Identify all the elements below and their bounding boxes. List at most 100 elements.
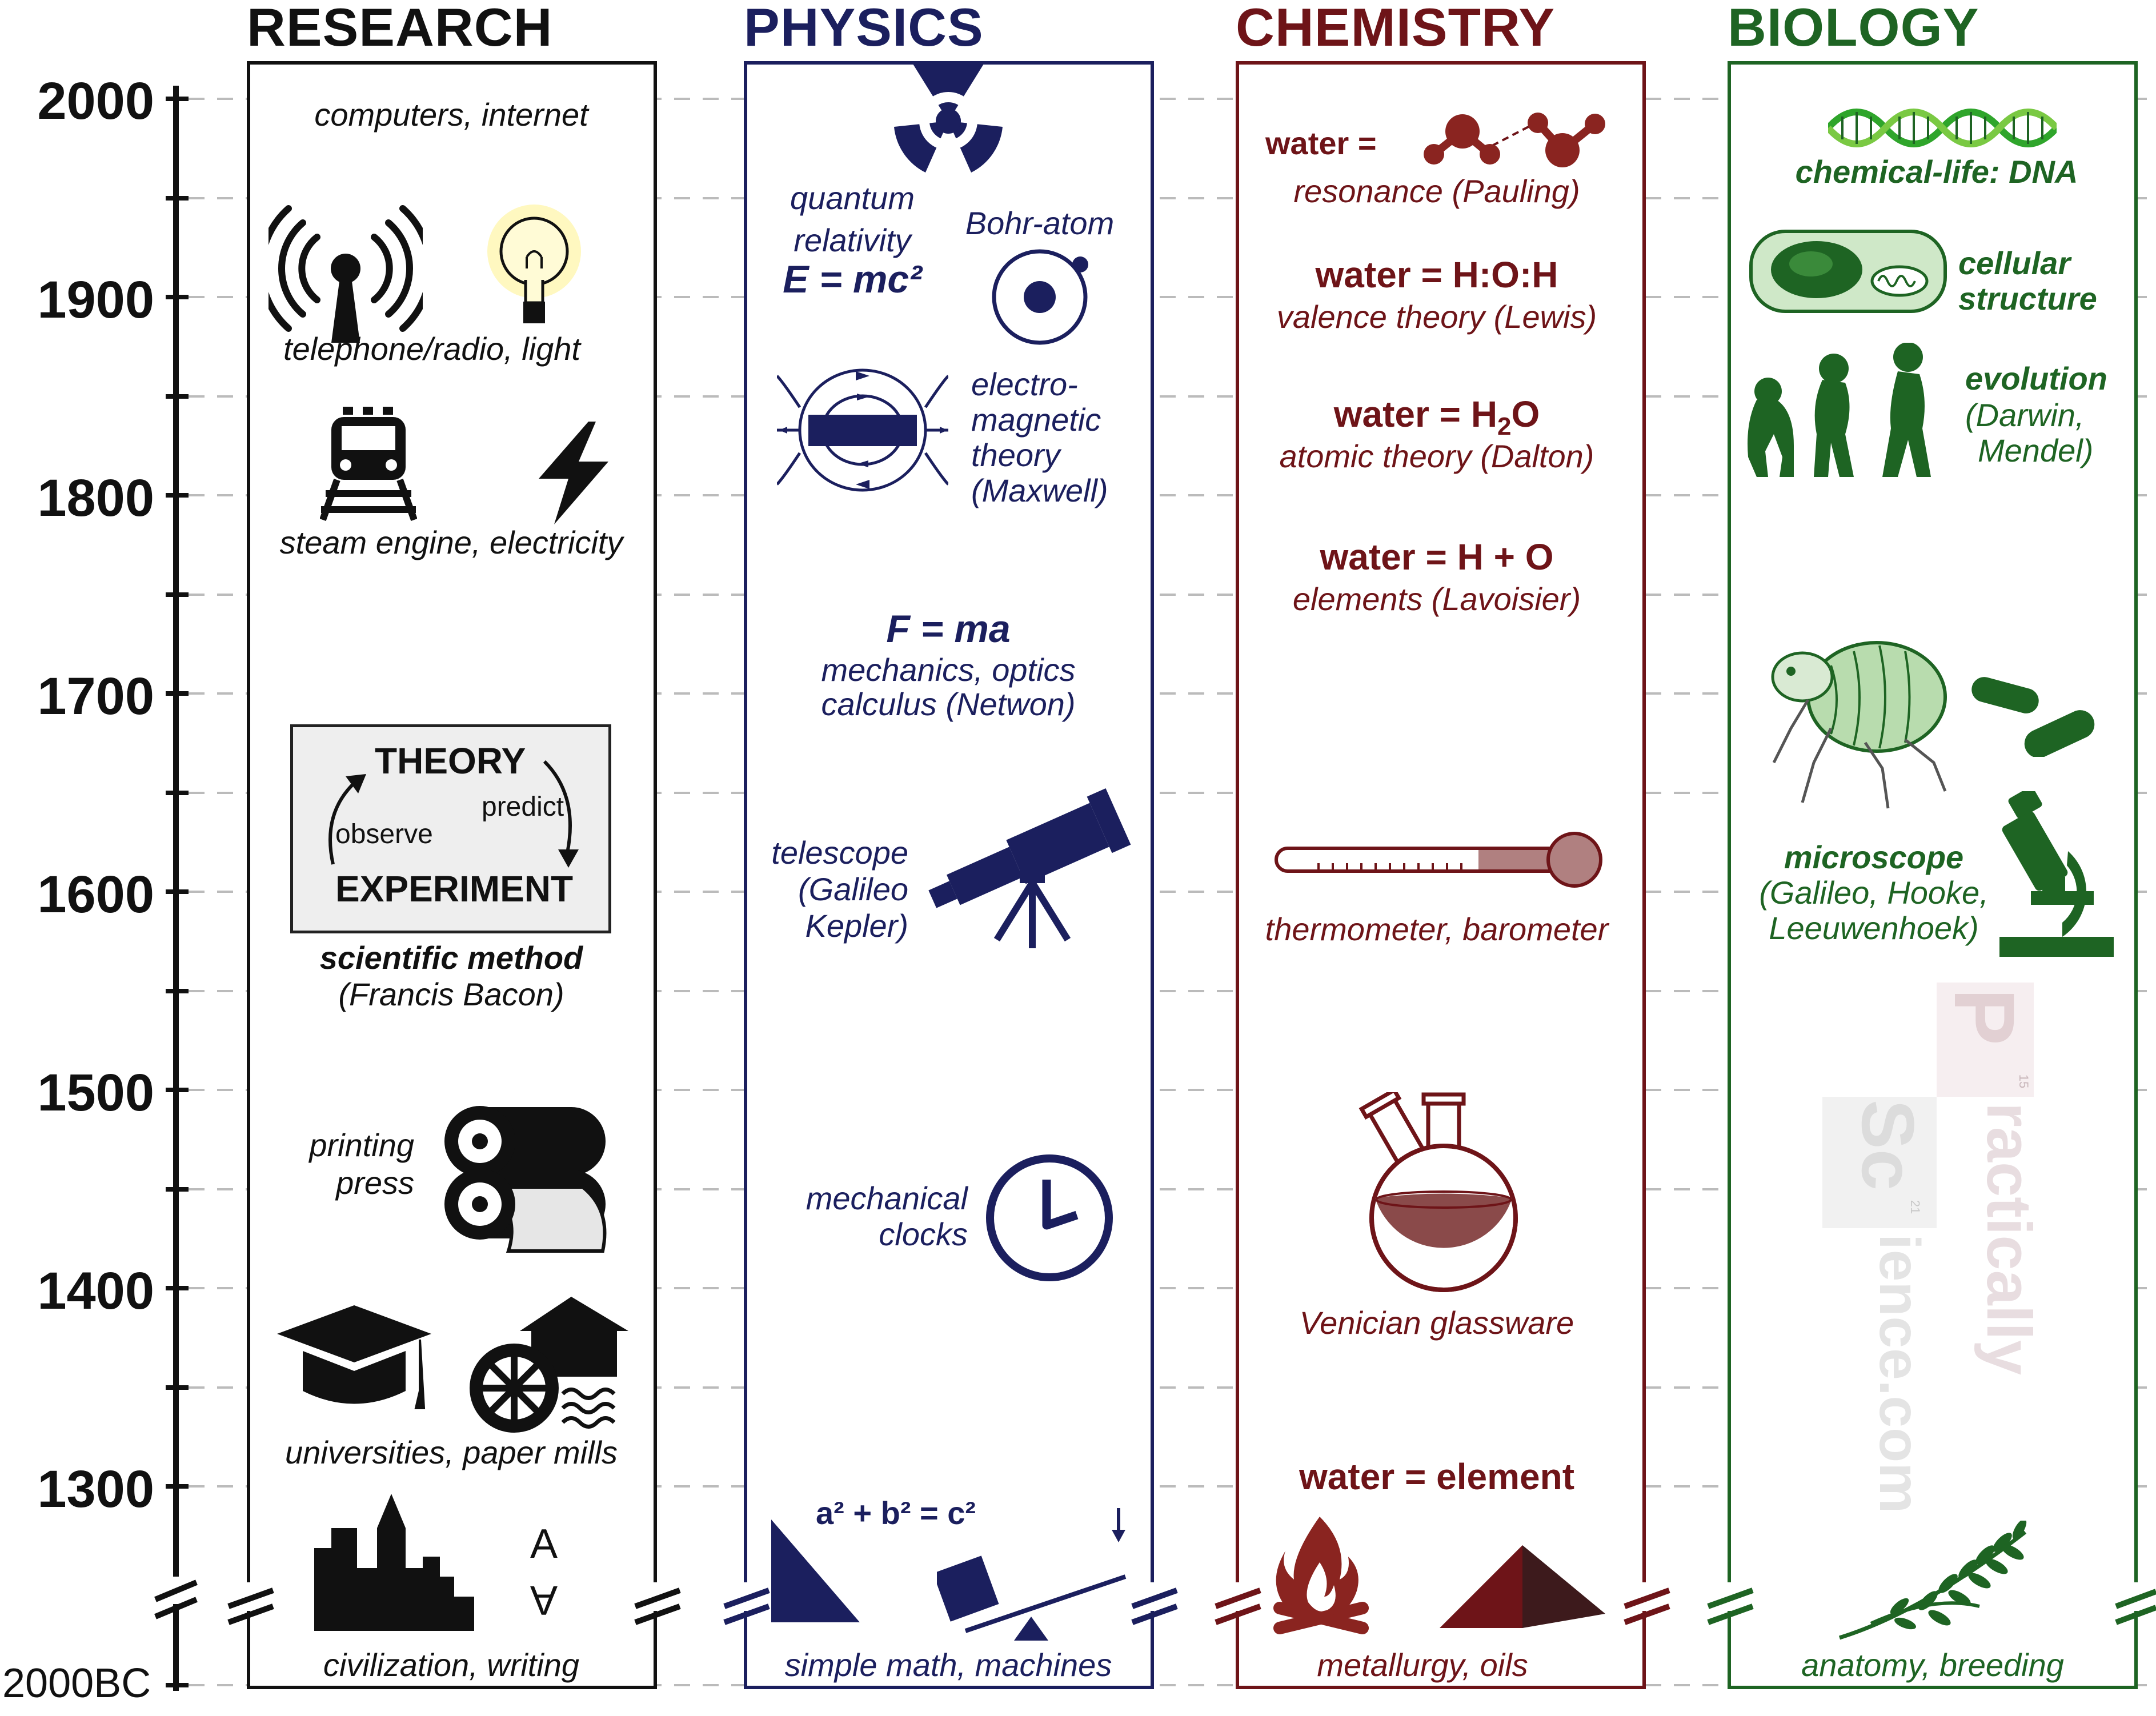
printing-label-1: printing (309, 1127, 414, 1163)
method-theory-label: THEORY (375, 740, 526, 781)
resonance-label: resonance (Pauling) (1293, 173, 1580, 209)
em-label-4: (Maxwell) (971, 472, 1108, 508)
watermark-ience: ience.com (1868, 1234, 1931, 1514)
clock-icon (986, 1154, 1113, 1281)
atomic-label: atomic theory (Dalton) (1279, 438, 1594, 474)
method-observe-label: observe (335, 819, 433, 849)
quantum-label: quantum (790, 180, 915, 216)
atom-icon (992, 249, 1088, 345)
bohr-atom-label: Bohr-atom (965, 205, 1115, 241)
telescope-label-3: Kepler) (805, 908, 908, 944)
physics-title: PHYSICS (744, 0, 984, 57)
elements-label: elements (Lavoisier) (1292, 581, 1581, 617)
writing-glyph-bottom: A (530, 1577, 558, 1623)
watermark-ractically: ractically (1974, 1102, 2044, 1376)
fma-equation: F = ma (886, 607, 1011, 651)
clocks-label-2: clocks (879, 1216, 968, 1252)
water-molecule-icon (1424, 113, 1605, 167)
flea-icon (1771, 641, 1947, 809)
water-atomic-head-a: water = H (1333, 394, 1498, 435)
scientific-method-box: THEORY predict observe EXPERIMENT (290, 724, 611, 933)
anatomy-label: anatomy, breeding (1801, 1647, 2064, 1683)
watermark-logo: P 15 ractically Sc 21 ience.com (1822, 983, 2051, 1531)
method-cycle-arrows (328, 760, 579, 868)
year-label-1300: 1300 (37, 1460, 154, 1518)
radiation-icon (894, 64, 1003, 173)
calculus-label: calculus (Netwon) (821, 686, 1076, 722)
scientific-method-author: (Francis Bacon) (338, 976, 564, 1012)
thermometer-icon (1275, 832, 1602, 888)
evolution-label-3: Mendel) (1978, 432, 2094, 468)
pyramid-icon (1440, 1545, 1605, 1628)
chemistry-title: CHEMISTRY (1236, 0, 1556, 57)
fire-icon (1273, 1517, 1369, 1634)
year-label-1800: 1800 (37, 469, 154, 527)
watermark-p-number: 15 (2017, 1074, 2031, 1089)
writing-glyph-top: A (530, 1521, 558, 1567)
simple-math-label: simple math, machines (784, 1647, 1112, 1683)
em-label-1: electro- (971, 366, 1078, 402)
watermark-tiles (1822, 983, 2034, 1228)
microscope-label-3: Leeuwenhoek) (1769, 910, 1979, 946)
year-label-2000: 2000 (37, 72, 154, 130)
glassware-label: Venician glassware (1299, 1305, 1574, 1341)
evolution-label-1: evolution (1965, 360, 2107, 396)
year-label-1500: 1500 (37, 1064, 154, 1122)
telescope-label-2: (Galileo (798, 871, 908, 907)
water-atomic-head-subscript: 2 (1497, 412, 1512, 440)
bacteria-icon (1971, 677, 2095, 757)
watermark-sc-number: 21 (1908, 1200, 1923, 1214)
microscope-icon (1999, 791, 2114, 957)
method-experiment-label: EXPERIMENT (335, 868, 574, 909)
emc2-equation: E = mc² (783, 258, 922, 301)
year-label-1400: 1400 (37, 1262, 154, 1320)
light-bulb-icon (487, 205, 581, 323)
scientific-method-title: scientific method (319, 940, 583, 976)
graduation-cap-icon (277, 1305, 431, 1409)
year-label-1900: 1900 (37, 271, 154, 329)
watermark-sc: Sc (1846, 1100, 1930, 1191)
lightning-icon (539, 422, 608, 524)
year-label-2000bc: 2000BC (2, 1661, 151, 1706)
water-atomic-head: water = H2O (1334, 393, 1540, 441)
thermometer-label: thermometer, barometer (1265, 911, 1609, 947)
dna-label: chemical-life: DNA (1795, 154, 2078, 190)
universities-label: universities, paper mills (285, 1434, 618, 1470)
biology-panel (1728, 61, 2138, 1689)
pythagoras-equation: a² + b² = c² (816, 1495, 976, 1531)
printing-press-icon (444, 1106, 607, 1253)
relativity-label: relativity (794, 222, 911, 258)
water-elements-head: water = H + O (1320, 536, 1554, 578)
evolution-label-2: (Darwin, (1965, 397, 2085, 433)
telescope-label-1: telescope (771, 835, 908, 871)
valence-label: valence theory (Lewis) (1276, 299, 1597, 335)
wheat-plant-icon (1838, 1521, 2027, 1640)
cellular-label-1: cellular (1958, 245, 2071, 281)
water-valence-head: water = H:O:H (1315, 254, 1558, 295)
lever-icon (937, 1508, 1127, 1641)
microscope-label-1: microscope (1784, 839, 1964, 875)
water-element-head: water = element (1299, 1456, 1574, 1497)
em-label-3: theory (971, 437, 1060, 473)
axis-break (154, 1579, 198, 1619)
paper-mill-icon (470, 1297, 628, 1433)
water-resonance-head: water = (1265, 125, 1377, 161)
method-predict-label: predict (482, 792, 564, 822)
radio-tower-icon (269, 205, 423, 343)
evolution-icon (1748, 343, 1931, 477)
mechanics-label: mechanics, optics (821, 652, 1076, 688)
research-title: RESEARCH (247, 0, 553, 57)
microscope-label-2: (Galileo, Hooke, (1759, 875, 1989, 911)
research-telephone-label: telephone/radio, light (283, 331, 580, 367)
civilization-label: civilization, writing (323, 1647, 580, 1683)
train-icon (320, 407, 417, 521)
year-label-1700: 1700 (37, 667, 154, 725)
year-label-1600: 1600 (37, 865, 154, 924)
cellular-label-2: structure (1958, 280, 2097, 316)
printing-label-2: press (336, 1165, 414, 1201)
biology-title: BIOLOGY (1728, 0, 1979, 57)
research-steam-label: steam engine, electricity (279, 524, 623, 560)
watermark-p: P (1937, 988, 2033, 1046)
